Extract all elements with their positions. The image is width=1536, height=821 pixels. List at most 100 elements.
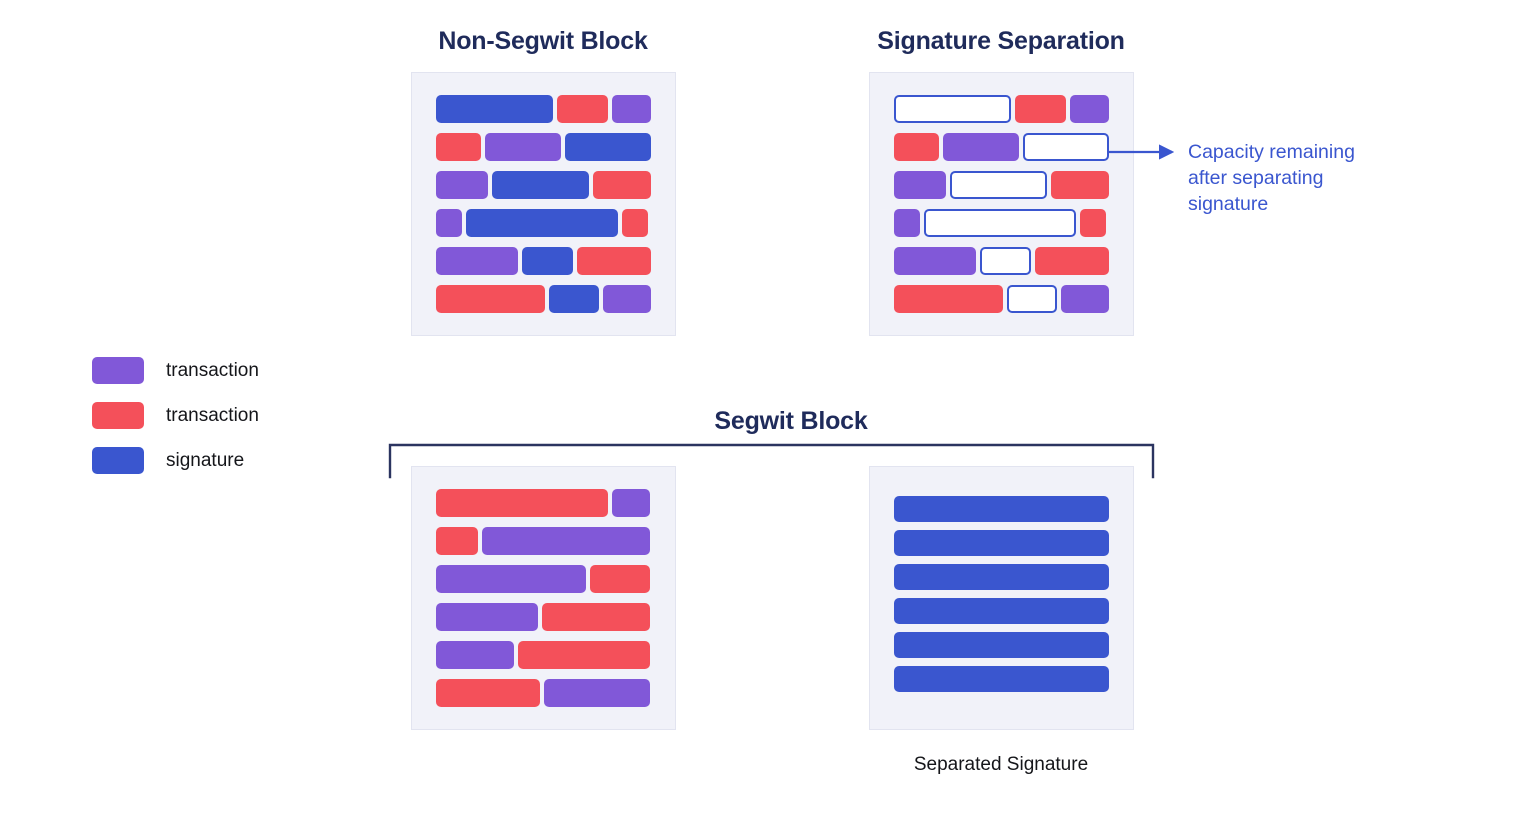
legend-item-signature: signature <box>92 438 259 483</box>
block-cell-empty <box>949 171 1048 199</box>
block-cell-sig-blue <box>436 95 554 123</box>
block-cell-sig-blue <box>894 564 1109 590</box>
block-row <box>436 95 652 123</box>
block-row <box>894 209 1109 237</box>
block-row <box>436 603 651 631</box>
legend-label-transaction-red: transaction <box>166 404 259 426</box>
block-cell-tx-purple <box>484 133 562 161</box>
block-cell-tx-purple <box>1069 95 1109 123</box>
block-cell-empty <box>1007 285 1058 313</box>
block-cell-tx-purple <box>612 489 650 517</box>
block-row <box>894 285 1109 313</box>
block-cell-tx-purple <box>1061 285 1109 313</box>
block-cell-tx-red <box>436 679 540 707</box>
signature-separation-title: Signature Separation <box>877 27 1125 55</box>
block-cell-tx-red <box>590 565 650 593</box>
block-row <box>894 598 1109 624</box>
separated-signature-rows <box>870 467 1133 729</box>
block-row <box>436 641 651 669</box>
block-cell-sig-blue <box>491 171 590 199</box>
block-cell-tx-purple <box>603 285 651 313</box>
block-cell-tx-purple <box>544 679 650 707</box>
block-cell-sig-blue <box>894 666 1109 692</box>
block-cell-tx-purple <box>436 247 518 275</box>
block-cell-tx-red <box>436 489 608 517</box>
capacity-annotation-line-3: signature <box>1188 193 1269 215</box>
block-cell-tx-red <box>577 247 651 275</box>
block-cell-tx-red <box>436 133 481 161</box>
block-cell-tx-red <box>518 641 650 669</box>
capacity-annotation-line-1: Capacity remaining <box>1188 141 1355 163</box>
block-cell-tx-red <box>894 133 939 161</box>
block-row <box>894 666 1109 692</box>
block-row <box>436 209 651 237</box>
block-cell-tx-red <box>436 527 478 555</box>
block-cell-tx-red <box>622 209 648 237</box>
block-cell-tx-purple <box>894 247 976 275</box>
separated-signature-caption: Separated Signature <box>913 754 1089 775</box>
block-cell-tx-red <box>436 285 546 313</box>
block-cell-tx-purple <box>436 209 462 237</box>
block-row <box>894 530 1109 556</box>
non-segwit-title: Non-Segwit Block <box>438 27 648 55</box>
block-cell-tx-red <box>1051 171 1110 199</box>
block-cell-tx-red <box>894 285 1004 313</box>
block-cell-tx-purple <box>942 133 1020 161</box>
block-cell-tx-red <box>1035 247 1109 275</box>
legend-item-transaction-red: transaction <box>92 393 259 438</box>
legend: transaction transaction signature <box>92 348 259 483</box>
block-cell-tx-purple <box>436 603 538 631</box>
segwit-rows <box>412 467 675 729</box>
block-cell-sig-blue <box>466 209 618 237</box>
block-cell-sig-blue <box>894 530 1109 556</box>
block-cell-tx-red <box>542 603 650 631</box>
signature-separation-block-panel <box>869 72 1134 336</box>
legend-swatch-transaction-purple <box>92 357 144 384</box>
block-cell-sig-blue <box>549 285 600 313</box>
non-segwit-rows <box>412 73 675 335</box>
block-row <box>436 285 651 313</box>
block-row <box>436 171 651 199</box>
segwit-title: Segwit Block <box>714 407 868 435</box>
block-row <box>894 632 1109 658</box>
block-row <box>436 489 651 517</box>
block-row <box>894 564 1109 590</box>
block-cell-tx-red <box>1080 209 1106 237</box>
block-cell-sig-blue <box>521 247 574 275</box>
legend-item-transaction-purple: transaction <box>92 348 259 393</box>
block-cell-empty <box>1023 133 1109 161</box>
block-cell-empty <box>979 247 1032 275</box>
block-cell-sig-blue <box>894 496 1109 522</box>
block-row <box>436 247 651 275</box>
block-cell-tx-purple <box>611 95 652 123</box>
capacity-annotation-line-2: after separating <box>1188 167 1324 189</box>
legend-swatch-transaction-red <box>92 402 144 429</box>
block-row <box>894 496 1109 522</box>
block-row <box>436 527 651 555</box>
block-cell-sig-blue <box>894 598 1109 624</box>
signature-separation-rows <box>870 73 1133 335</box>
segwit-block-panel <box>411 466 676 730</box>
block-cell-tx-purple <box>436 641 514 669</box>
block-cell-tx-purple <box>894 171 946 199</box>
separated-signature-panel <box>869 466 1134 730</box>
legend-swatch-signature <box>92 447 144 474</box>
block-cell-tx-red <box>1015 95 1066 123</box>
block-cell-empty <box>894 95 1012 123</box>
block-row <box>894 133 1109 161</box>
block-cell-sig-blue <box>894 632 1109 658</box>
block-row <box>894 247 1109 275</box>
non-segwit-block-panel <box>411 72 676 336</box>
block-cell-tx-purple <box>436 171 488 199</box>
block-cell-sig-blue <box>565 133 651 161</box>
block-cell-tx-purple <box>482 527 650 555</box>
block-row <box>436 679 651 707</box>
block-row <box>894 95 1109 123</box>
block-row <box>894 171 1110 199</box>
legend-label-signature: signature <box>166 449 245 471</box>
block-row <box>436 133 651 161</box>
capacity-annotation: Capacity remaining after separating sign… <box>1188 139 1408 217</box>
block-cell-tx-red <box>557 95 608 123</box>
block-cell-tx-purple <box>894 209 920 237</box>
